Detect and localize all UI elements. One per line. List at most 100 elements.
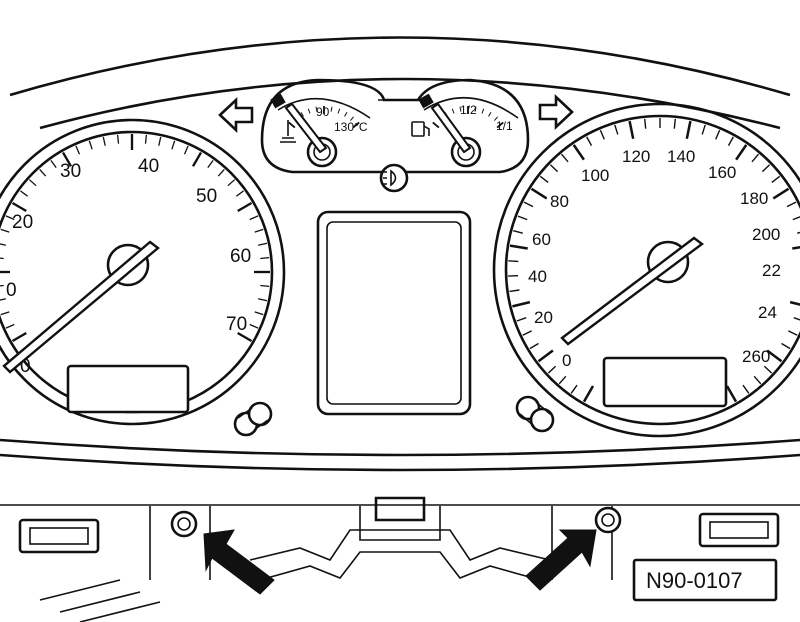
tick-mark: [288, 121, 296, 129]
tick-mark: [735, 144, 748, 161]
tick-mark: [560, 153, 569, 163]
tach-label-70: 70: [226, 314, 247, 335]
tick-mark: [537, 349, 554, 363]
tach-label-60: 60: [230, 246, 251, 267]
tick-mark: [772, 187, 790, 200]
tick-mark: [260, 256, 270, 260]
tick-mark: [786, 201, 797, 208]
tick-mark: [792, 245, 800, 250]
tick-mark: [572, 144, 585, 161]
turn-signal-left-icon: [218, 96, 254, 134]
tick-mark: [11, 331, 27, 343]
tick-mark: [771, 175, 781, 183]
tick-mark: [599, 129, 605, 140]
tick-mark: [792, 216, 800, 221]
tick-mark: [307, 108, 311, 114]
tick-mark: [337, 108, 341, 114]
tick-mark: [350, 116, 354, 121]
tach-label-20: 20: [12, 212, 33, 233]
tick-mark: [793, 317, 800, 321]
tick-mark: [0, 243, 6, 246]
speed-label-40: 40: [528, 267, 547, 286]
speed-label-240: 24: [758, 303, 777, 322]
tick-mark: [789, 300, 800, 306]
fuel-level-gauge: 1/2 1/1: [411, 93, 519, 168]
tick-mark: [249, 215, 259, 221]
tick-mark: [481, 108, 485, 114]
tach-label-0-left: 0: [6, 280, 17, 301]
odometer-display-window: [602, 356, 728, 408]
cluster-housing: [0, 36, 800, 506]
tick-mark: [516, 317, 527, 322]
reference-code: N90-0107: [646, 568, 743, 593]
coolant-label-130: 130°C: [334, 120, 368, 134]
tick-mark: [742, 384, 750, 394]
coolant-ticks: [288, 106, 360, 129]
tick-mark: [249, 323, 259, 329]
tick-mark: [432, 121, 440, 129]
fuel-label-full: 1/1: [496, 119, 513, 133]
tick-mark: [171, 140, 176, 150]
tick-mark: [236, 190, 244, 197]
tick-mark: [75, 145, 81, 155]
reference-code-box: N90-0107: [632, 558, 778, 602]
tick-mark: [522, 330, 533, 336]
speedometer-needle: [560, 236, 705, 346]
tach-label-30: 30: [60, 161, 81, 182]
speedometer-ticks: [508, 118, 800, 403]
tick-mark: [258, 242, 268, 246]
tick-mark: [558, 375, 567, 385]
tick-mark: [474, 106, 477, 112]
tach-display-window: [66, 364, 190, 414]
tick-mark: [254, 311, 264, 316]
tick-mark: [488, 111, 492, 117]
tick-mark: [530, 187, 548, 200]
tick-mark: [116, 134, 120, 144]
tick-mark: [237, 331, 253, 343]
coolant-label-90: 90: [316, 105, 330, 119]
tick-mark: [144, 134, 148, 144]
tick-mark: [102, 136, 106, 146]
headlight-indicator-icon: [379, 163, 409, 193]
tick-mark: [352, 121, 360, 129]
speed-label-120: 120: [622, 147, 650, 166]
tach-needle: [2, 240, 160, 374]
tick-mark: [207, 160, 214, 168]
tach-label-40: 40: [138, 156, 159, 177]
tick-mark: [39, 168, 47, 177]
tick-mark: [237, 201, 253, 213]
tick-mark: [451, 108, 455, 114]
turn-signal-right-icon: [538, 93, 574, 131]
tick-mark: [258, 298, 268, 302]
tick-mark: [517, 215, 528, 221]
tick-mark: [217, 168, 225, 177]
tick-mark: [509, 289, 520, 293]
tick-mark: [614, 124, 619, 135]
mounting-screw-left: [170, 510, 198, 538]
pointer-arrow-left-icon: [203, 529, 275, 595]
tick-mark: [547, 365, 557, 374]
tick-mark: [685, 120, 692, 139]
tick-mark: [582, 385, 595, 403]
tick-mark: [0, 311, 10, 316]
center-display: [316, 210, 472, 416]
tick-mark: [628, 120, 635, 139]
tick-mark: [529, 342, 539, 350]
left-clip: [18, 518, 100, 554]
tick-mark: [88, 140, 93, 150]
speed-label-160: 160: [708, 163, 736, 182]
tick-mark: [781, 342, 791, 350]
speedometer: 0 20 40 60 80 100 120 140 160 180 200 22…: [492, 102, 800, 438]
speed-label-260: 260: [742, 347, 770, 366]
tick-mark: [797, 231, 800, 234]
speed-label-220: 22: [762, 261, 781, 280]
speed-label-60: 60: [532, 230, 551, 249]
tick-mark: [50, 160, 57, 168]
tick-mark: [586, 136, 593, 146]
tick-mark: [523, 201, 534, 208]
trip-reset-knob-left: [233, 401, 273, 437]
fuel-label-half: 1/2: [460, 103, 477, 117]
tach-label-50: 50: [196, 186, 217, 207]
tick-mark: [158, 136, 162, 146]
